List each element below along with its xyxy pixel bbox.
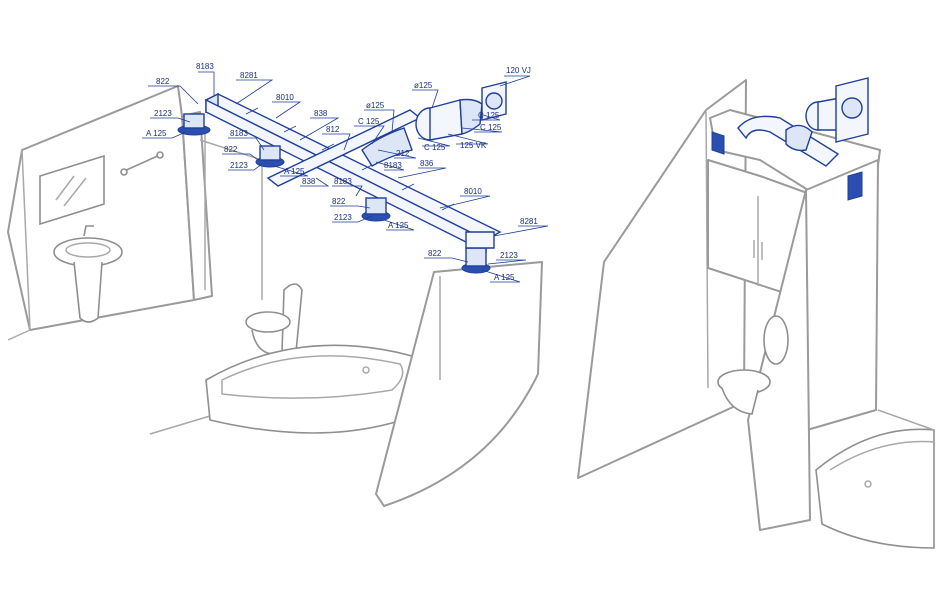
label-8281-right: 8281 [520,217,538,226]
toilet-bowl [245,311,291,333]
cabinet-handles [753,240,763,260]
label-8183-low2: 8183 [334,177,352,186]
label-838-top: 838 [314,109,328,118]
right-bathtub [815,428,935,549]
duct-joints [245,107,455,211]
label-a125-top: A 125 [146,129,167,138]
label-c125-mid: C 125 [358,117,380,126]
sink-basin [53,237,123,267]
left-bathroom-scene [7,85,543,507]
label-c125-r2: C 125 [480,123,502,132]
label-8183-mid: 8183 [230,129,248,138]
right-bathtub-rim [829,440,935,471]
flexible-duct [361,127,413,167]
label-2123-low: 2123 [334,213,352,222]
label-212: 212 [396,149,410,158]
right-floor-line [877,409,935,431]
sink-faucet [83,225,94,237]
part-labels: 8183 822 8281 8010 2123 A 125 8183 822 2… [146,62,538,282]
left-wall [7,85,195,331]
label-125vk: 125 VK [460,141,487,150]
label-c125-r1: C 125 [478,111,500,120]
label-822-mid: 822 [224,145,238,154]
right-toilet-base [721,387,759,415]
toilet-base [251,329,273,355]
elbow-right [465,231,495,249]
floor-line-front [149,415,211,435]
diffuser-4-neck [465,247,487,267]
label-2123-right: 2123 [500,251,518,260]
label-8281-top: 8281 [240,71,258,80]
label-a125-right: A 125 [494,273,515,282]
right-bathtub-drain [864,480,872,488]
flexible-duct-2 [459,98,483,135]
toilet-cistern [281,283,303,353]
floor-line-left [7,329,31,341]
towel-rail [121,153,163,173]
label-2123-mid: 2123 [230,161,248,170]
diffuser-1-neck [183,113,205,129]
label-120vj: 120 VJ [506,66,531,75]
right-toilet-lid [763,315,789,365]
label-838-low: 838 [302,177,316,186]
label-leaders [142,71,549,283]
bathtub-inner [221,355,404,399]
label-d125-mid: ø125 [366,101,385,110]
right-partition-wall [375,261,543,507]
sink-pedestal [73,261,103,323]
label-8010-top: 8010 [276,93,294,102]
right-scene-left-panel [577,79,747,479]
diffuser-3-neck [365,197,387,215]
label-c125-r3: C 125 [424,143,446,152]
grille-hole [485,92,503,110]
label-812: 812 [326,125,340,134]
label-a125-mid: A 125 [284,167,305,176]
label-d125-right: ø125 [414,81,433,90]
diffuser-2-neck [259,145,281,161]
towel-rail-end-left [120,168,128,176]
label-a125-low: A 125 [388,221,409,230]
label-8010-right: 8010 [464,187,482,196]
bathtub [205,344,419,434]
bathtub-drain [362,366,370,374]
vent-right [847,171,863,201]
top-grille-hole [841,97,863,119]
top-duct-tee [785,124,813,152]
label-822-right: 822 [428,249,442,258]
mirror [39,154,105,226]
mirror-reflection [55,175,87,207]
label-2123-top: 2123 [154,109,172,118]
label-822-low: 822 [332,197,346,206]
label-822-top: 822 [156,77,170,86]
inline-fan-housing [429,99,463,141]
sink-bowl [65,242,111,258]
right-toilet-scene [577,77,935,549]
label-8183-low: 8183 [384,161,402,170]
right-scene-right-panel [799,159,879,433]
towel-rail-end-right [156,151,164,159]
left-wall-edge [21,149,31,331]
label-8183-top: 8183 [196,62,214,71]
vent-left [711,131,725,155]
label-836: 836 [420,159,434,168]
